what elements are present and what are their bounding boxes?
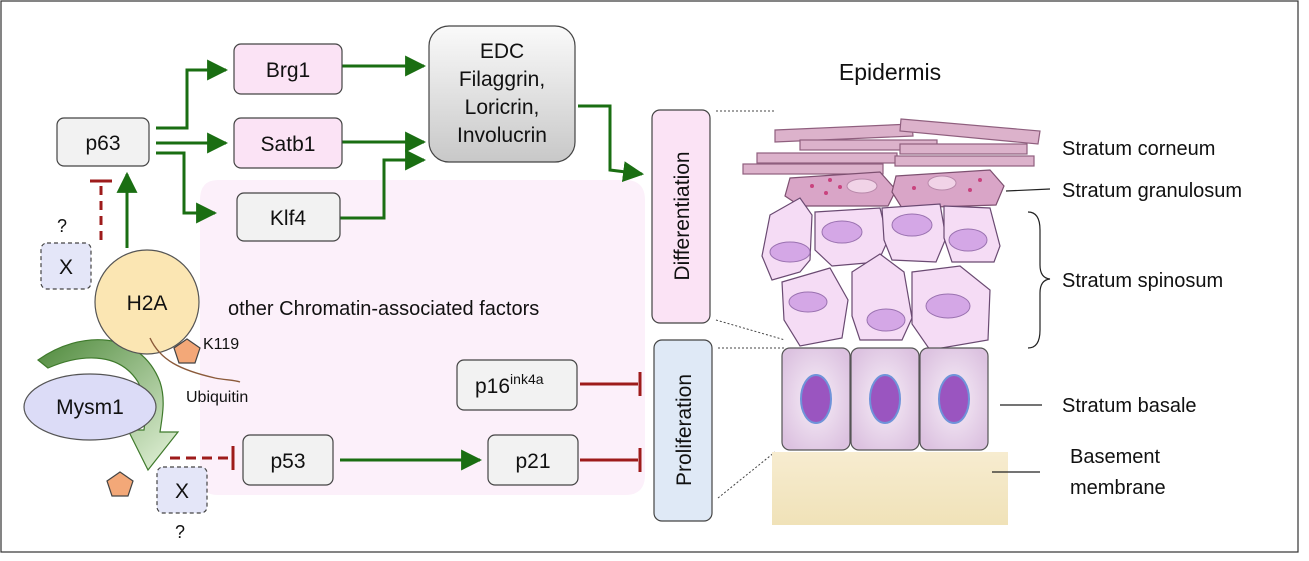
basement-label-line-2: membrane: [1070, 477, 1166, 499]
edc-line-4: Involucrin: [457, 124, 547, 147]
p63-label: p63: [85, 132, 120, 155]
mysm1-label: Mysm1: [56, 396, 124, 419]
epidermis-title: Epidermis: [839, 59, 941, 85]
edc-line-3: Loricrin,: [465, 96, 540, 119]
stratum-spinosum-label: Stratum spinosum: [1062, 270, 1223, 292]
connector-lines: [715, 110, 786, 499]
arrow-p63-brg1: [156, 59, 229, 130]
p16-text: p16ink4a: [475, 371, 544, 398]
k119-label: K119: [203, 336, 239, 353]
brg1-label: Brg1: [266, 59, 310, 82]
question-bottom: ?: [175, 522, 185, 542]
proliferation-label: Proliferation: [673, 374, 696, 486]
node-brg1: Brg1: [233, 43, 343, 95]
stratum-basale-label: Stratum basale: [1062, 395, 1197, 417]
node-edc: EDC Filaggrin, Loricrin, Involucrin: [428, 25, 576, 163]
h2a-label: H2A: [127, 292, 168, 315]
stratum-corneum-layer: [742, 118, 1041, 175]
layer-leader-lines: [992, 188, 1051, 473]
node-mysm1: Mysm1: [23, 373, 157, 441]
x-top-label: X: [59, 256, 73, 279]
free-ubiquitin-icon: [106, 471, 134, 497]
node-satb1: Satb1: [233, 117, 343, 169]
basement-label-line-1: Basement: [1070, 446, 1160, 468]
arrow-edc-differentiation: [578, 104, 645, 183]
proliferation-box: Proliferation: [653, 339, 713, 522]
chromatin-region: [200, 180, 645, 495]
stratum-corneum-label: Stratum corneum: [1062, 138, 1215, 160]
node-h2a: H2A: [94, 249, 200, 355]
satb1-label: Satb1: [261, 133, 316, 156]
node-p16: p16ink4a: [456, 359, 578, 411]
figure-frame: [0, 0, 1299, 553]
node-p21: p21: [487, 434, 579, 486]
differentiation-box: Differentiation: [651, 109, 711, 324]
p53-label: p53: [270, 450, 305, 473]
stratum-granulosum-label: Stratum granulosum: [1062, 180, 1242, 202]
spinosum-nuclei: [769, 213, 988, 332]
basement-membrane-layer: [772, 452, 1008, 525]
node-p53: p53: [242, 434, 334, 486]
node-x-bottom: X: [156, 466, 208, 514]
edc-line-2: Filaggrin,: [459, 68, 545, 91]
chromatin-factors-label: other Chromatin-associated factors: [228, 298, 539, 320]
inhibition-arrows: [90, 179, 642, 472]
p16-superscript: ink4a: [510, 371, 544, 387]
stratum-granulosum-layer: [784, 169, 1005, 209]
activation-arrows: [116, 55, 645, 471]
node-klf4: Klf4: [236, 192, 341, 242]
node-x-top: X: [40, 242, 92, 290]
node-p63: p63: [56, 117, 150, 167]
ubiquitin-label: Ubiquitin: [186, 389, 248, 406]
ubiquitin-icon: [173, 338, 201, 364]
p21-label: p21: [515, 450, 550, 473]
arrow-klf4-edc: [340, 149, 427, 220]
differentiation-label: Differentiation: [671, 151, 694, 280]
question-top: ?: [57, 216, 67, 236]
edc-line-1: EDC: [480, 40, 524, 63]
x-bottom-label: X: [175, 480, 189, 503]
klf4-label: Klf4: [270, 207, 307, 230]
arrow-p63-klf4: [156, 151, 218, 224]
ubiquitin-link: [149, 337, 241, 383]
stratum-basale-layer: [781, 347, 989, 451]
p16-label: p16: [475, 375, 510, 398]
